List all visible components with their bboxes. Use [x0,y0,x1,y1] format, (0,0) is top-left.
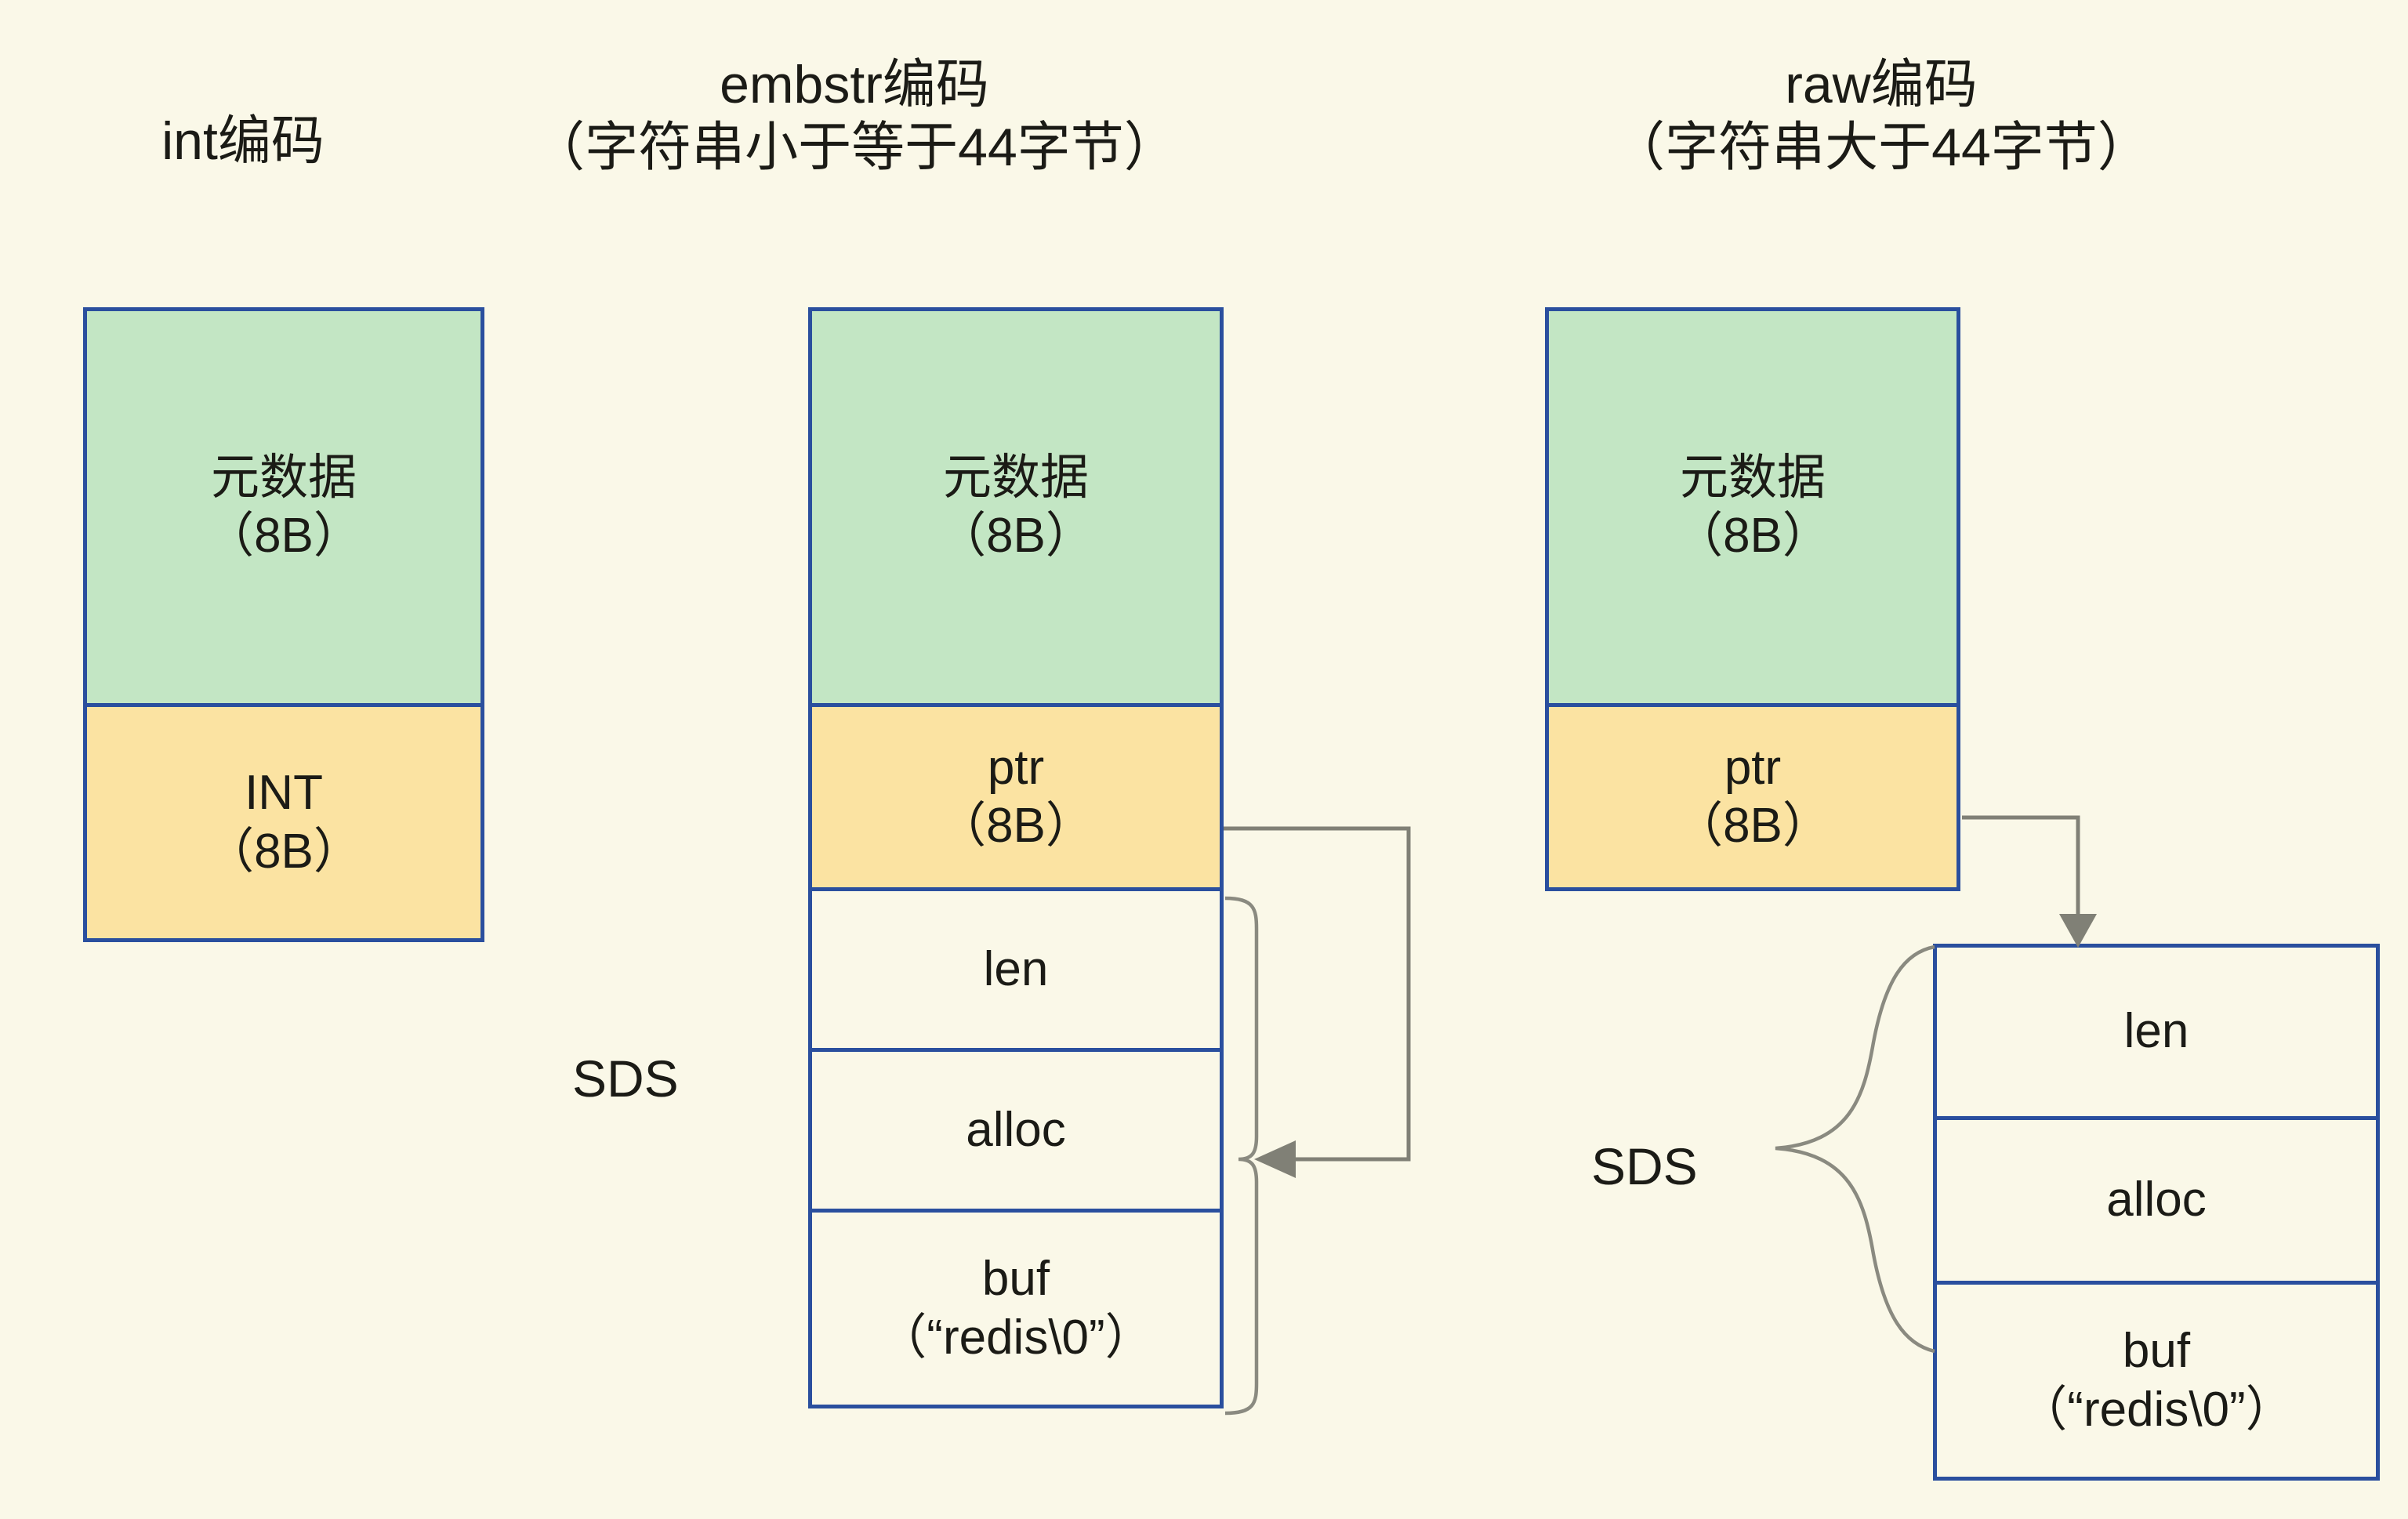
title-line-2: （字符串大于44字节） [1612,118,2151,178]
cell-label: alloc [966,1102,1066,1157]
cell-label: ptr [987,740,1045,795]
raw-sds-buf-cell: buf （“redis\0”） [1933,1281,2380,1481]
title-line-1: raw编码 [1785,55,1978,114]
cell-size: （8B） [937,799,1094,853]
cell-size: （8B） [1674,509,1831,563]
cell-label: len [2123,1004,2189,1059]
raw-metadata-cell: 元数据 （8B） [1545,307,1960,707]
cell-label: len [983,941,1049,996]
title-line-1: embstr编码 [720,55,989,114]
cell-label: alloc [2106,1173,2207,1227]
int-metadata-cell: 元数据 （8B） [83,307,484,707]
embstr-metadata-cell: 元数据 （8B） [808,307,1224,707]
cell-size: （8B） [1674,799,1831,853]
raw-sds-alloc-cell: alloc [1933,1116,2380,1285]
raw-pointer-arrowhead [2059,914,2097,948]
cell-label: buf [981,1252,1050,1307]
embstr-sds-alloc-cell: alloc [808,1048,1224,1213]
embstr-sds-len-cell: len [808,887,1224,1052]
cell-label: ptr [1724,740,1782,795]
embstr-pointer-arrowhead [1254,1140,1296,1178]
raw-pointer-cell: ptr （8B） [1545,703,1960,891]
embstr-pointer-arrow [1224,826,1411,1162]
cell-label: 元数据 [942,450,1089,505]
int-value-cell: INT （8B） [83,703,484,942]
title-line-1: int编码 [161,111,325,171]
cell-label: INT [245,766,323,821]
title-line-2: （字符串小于等于44字节） [531,118,1177,178]
cell-label: 元数据 [210,450,357,505]
cell-size: （8B） [937,509,1094,563]
raw-sds-len-cell: len [1933,944,2380,1120]
cell-value: （“redis\0”） [878,1310,1154,1365]
embstr-sds-label: SDS [572,1050,679,1108]
cell-value: （“redis\0”） [2018,1382,2294,1437]
cell-size: （8B） [205,824,362,879]
cell-label: 元数据 [1679,450,1826,505]
embstr-pointer-cell: ptr （8B） [808,703,1224,891]
embstr-sds-buf-cell: buf （“redis\0”） [808,1209,1224,1408]
raw-sds-label: SDS [1591,1137,1698,1195]
raw-pointer-arrow [1962,815,2080,917]
column-title-embstr: embstr编码 （字符串小于等于44字节） [502,53,1207,179]
column-title-raw: raw编码 （字符串大于44字节） [1489,53,2273,179]
cell-label: buf [2122,1324,2191,1379]
raw-sds-brace [1775,944,1935,1354]
cell-size: （8B） [205,509,362,563]
column-title-int: int编码 [47,110,439,172]
embstr-sds-brace [1224,896,1259,1416]
